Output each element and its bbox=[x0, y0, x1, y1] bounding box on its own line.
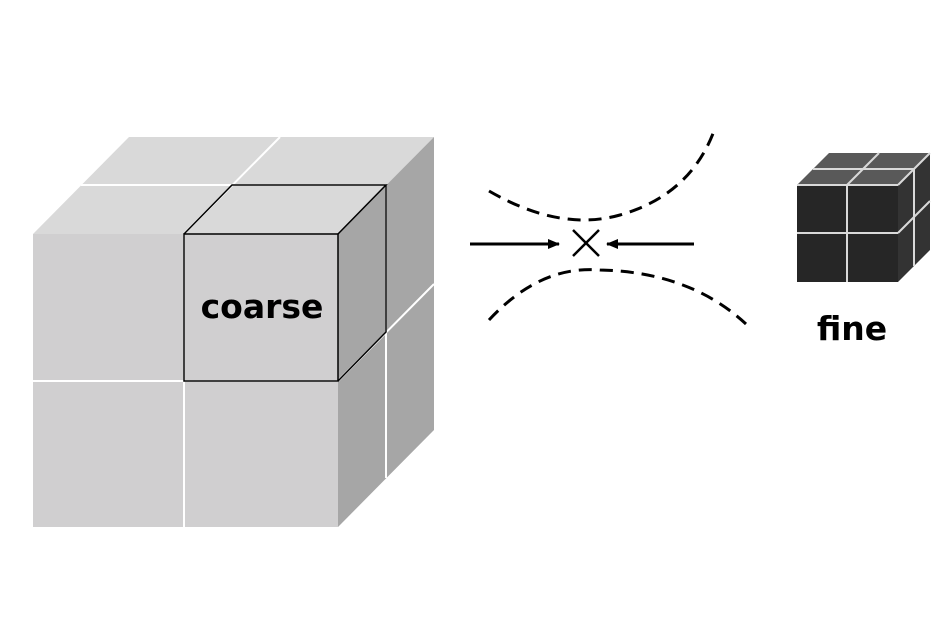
upper-dashed-curve bbox=[488, 130, 716, 222]
fine-cube-grid-lines bbox=[797, 152, 931, 282]
fine-label: fine bbox=[817, 309, 887, 348]
coarse-highlighted-cell bbox=[183, 184, 388, 382]
cross-mark-icon bbox=[572, 229, 600, 257]
coarse-cube: coarse bbox=[33, 136, 435, 527]
fine-cube: fine bbox=[797, 152, 931, 348]
coarse-label: coarse bbox=[201, 287, 324, 326]
convergence-symbol bbox=[470, 130, 748, 326]
lower-dashed-curve bbox=[487, 268, 748, 326]
